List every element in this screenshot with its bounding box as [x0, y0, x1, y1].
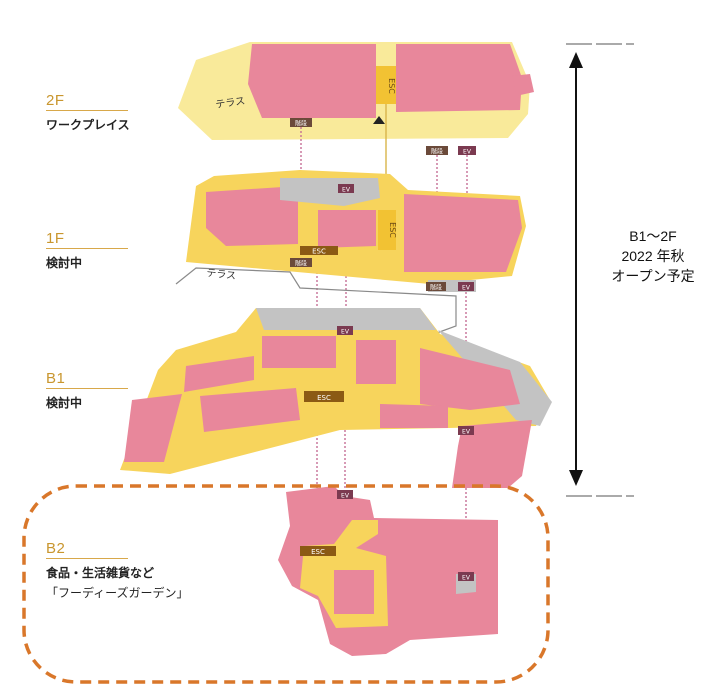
- floor-1f-store-east: [404, 194, 522, 272]
- floor-b1-service-gray: [256, 308, 436, 330]
- floor-2f-plan: ESC テラス 階段 階段 EV: [178, 42, 534, 156]
- floor-code: B2: [46, 540, 66, 557]
- floor-2f-store-small: [512, 74, 534, 96]
- floor-b2-plan: ESC EV EV: [278, 486, 498, 656]
- floor-b1-plan: ESC EV EV: [120, 308, 552, 488]
- map-terrace-label: テラス: [206, 267, 237, 282]
- map-ev-label: EV: [341, 329, 350, 336]
- floor-1f-store-center: [318, 210, 376, 248]
- floor-code: 2F: [46, 92, 65, 109]
- map-esc-label: ESC: [317, 394, 331, 402]
- esc-badge: [300, 246, 338, 255]
- floor-2f-escalator: [376, 66, 396, 104]
- map-esc-label: ESC: [388, 222, 397, 238]
- map-ev-label: EV: [463, 149, 472, 156]
- schedule-status: オープン予定: [611, 268, 695, 284]
- map-ev-label: EV: [462, 285, 471, 292]
- floor-divider: [46, 388, 128, 389]
- floor-1f-plan: ESC ESC EV 階段 テラス 階段 EV: [175, 170, 526, 335]
- map-esc-label: ESC: [312, 248, 326, 256]
- map-esc-label: ESC: [311, 548, 325, 556]
- floor-label-b2: B2 食品・生活雑貨など 「フーディーズガーデン」: [46, 540, 189, 602]
- floor-1f-escalator: [378, 210, 396, 250]
- schedule-season: 2022 年秋: [621, 248, 685, 264]
- stairs-badge: [426, 282, 446, 291]
- esc-badge: [304, 391, 344, 402]
- ev-badge: [458, 572, 474, 581]
- floor-1f-service-gray: [280, 178, 380, 206]
- floor-b1-store: [124, 394, 182, 462]
- stairs-badge: [426, 146, 448, 155]
- floor-name: 検討中: [46, 256, 83, 270]
- map-ev-label: EV: [462, 575, 471, 582]
- floor-label-b1: B1 検討中: [46, 370, 136, 412]
- map-ev-label: EV: [342, 187, 351, 194]
- map-stairs-label: 階段: [295, 120, 307, 128]
- floor-name: ワークプレイス: [46, 118, 130, 132]
- schedule-floors: B1〜2F: [629, 228, 677, 244]
- floor-2f-store-east: [396, 44, 522, 112]
- ev-badge: [337, 326, 353, 335]
- esc-badge: [300, 546, 336, 556]
- ev-badge: [458, 282, 474, 291]
- floor-b1-store: [262, 336, 336, 368]
- floor-label-1f: 1F 検討中: [46, 230, 136, 272]
- floor-name-subtitle: 「フーディーズガーデン」: [46, 586, 189, 600]
- floor-divider: [46, 248, 128, 249]
- map-stairs-label: 階段: [430, 284, 442, 292]
- floor-label-2f: 2F ワークプレイス: [46, 92, 136, 134]
- map-stairs-label: 階段: [431, 148, 443, 156]
- floor-divider: [46, 558, 128, 559]
- ev-badge: [337, 490, 353, 499]
- floor-b1-store: [184, 356, 254, 392]
- arrow-up-icon: [569, 52, 583, 68]
- floor-code: B1: [46, 370, 66, 387]
- ev-badge: [458, 146, 476, 155]
- map-esc-label: ESC: [387, 78, 396, 94]
- floor-1f-store-west: [206, 186, 298, 246]
- floor-b1-store: [420, 348, 520, 410]
- b2-highlight-outline: [22, 484, 550, 684]
- map-ev-label: EV: [462, 429, 471, 436]
- floor-b1-annex: [452, 420, 532, 488]
- floor-name: 食品・生活雑貨など: [46, 566, 155, 580]
- stairs-badge: [290, 258, 312, 267]
- floor-b1-store: [356, 340, 396, 384]
- map-ev-label: EV: [341, 493, 350, 500]
- floor-b2-store-inner: [334, 570, 374, 614]
- floor-name: 検討中: [46, 396, 83, 410]
- opening-schedule: B1〜2F 2022 年秋 オープン予定: [596, 226, 710, 286]
- floor-b1-store: [200, 388, 300, 432]
- floor-1f-terrace-outline: [175, 267, 457, 335]
- floor-code: 1F: [46, 230, 65, 247]
- floor-2f-store-west: [248, 44, 376, 118]
- floor-divider: [46, 110, 128, 111]
- map-terrace-label: テラス: [215, 95, 246, 111]
- floor-b1-store: [380, 404, 448, 428]
- ev-badge: [338, 184, 354, 193]
- ev-badge: [458, 426, 474, 435]
- stairs-badge: [290, 118, 312, 127]
- range-indicator: [566, 43, 634, 497]
- arrow-down-icon: [569, 470, 583, 486]
- escalator-arrow-icon: [373, 116, 385, 124]
- map-stairs-label: 階段: [295, 260, 307, 268]
